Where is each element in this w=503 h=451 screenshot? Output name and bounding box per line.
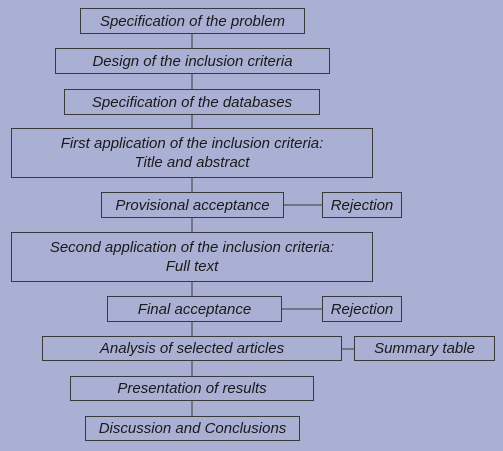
step-label: Presentation of results xyxy=(117,380,267,397)
step-presentation-of-results: Presentation of results xyxy=(70,376,314,401)
step-design-of-inclusion-criteria: Design of the inclusion criteria xyxy=(55,48,330,74)
step-label: Specification of the databases xyxy=(91,93,293,111)
step-label: Specification of the problem xyxy=(99,12,286,30)
step-label-line-2: Title and abstract xyxy=(134,154,250,171)
step-label: Final acceptance xyxy=(137,300,252,318)
step-analysis-of-selected-articles: Analysis of selected articles xyxy=(42,336,342,361)
step-label: Design of the inclusion criteria xyxy=(92,52,293,70)
step-label: Rejection xyxy=(330,196,394,214)
step-label-line-1: First application of the inclusion crite… xyxy=(60,135,324,152)
step-label: Summary table xyxy=(374,340,475,357)
step-specification-of-problem: Specification of the problem xyxy=(80,8,305,34)
step-discussion-and-conclusions: Discussion and Conclusions xyxy=(85,416,300,441)
step-label-line-2: Full text xyxy=(165,258,219,275)
step-specification-of-databases: Specification of the databases xyxy=(64,89,320,115)
step-final-acceptance: Final acceptance xyxy=(107,296,282,322)
step-second-application-of-criteria: Second application of the inclusion crit… xyxy=(11,232,373,282)
step-label: Analysis of selected articles xyxy=(99,340,285,357)
step-summary-table: Summary table xyxy=(354,336,495,361)
step-label-line-1: Second application of the inclusion crit… xyxy=(49,239,335,256)
step-first-application-of-criteria: First application of the inclusion crite… xyxy=(11,128,373,178)
step-label: Rejection xyxy=(330,300,394,318)
step-label: Provisional acceptance xyxy=(115,196,270,214)
step-label: Discussion and Conclusions xyxy=(98,420,287,437)
step-rejection-first: Rejection xyxy=(322,192,402,218)
step-provisional-acceptance: Provisional acceptance xyxy=(101,192,284,218)
step-rejection-second: Rejection xyxy=(322,296,402,322)
